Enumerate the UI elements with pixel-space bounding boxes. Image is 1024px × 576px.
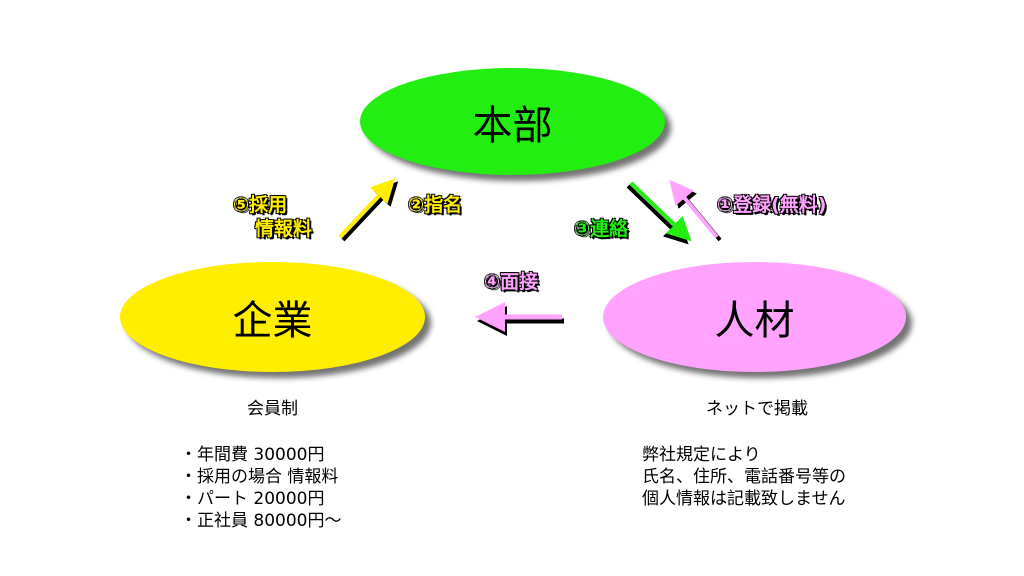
jinzai-info-line: 弊社規定により: [642, 445, 761, 465]
kigyo-info-item: ・パート 20000円: [180, 489, 325, 509]
node-honbu-label: 本部: [472, 102, 553, 149]
arrow-honbu-to-jinzai: [626, 181, 692, 245]
label-shimei: ②指名: [408, 194, 463, 216]
label-renraku: ③連絡: [574, 218, 629, 240]
jinzai-info-title: ネットで掲載: [706, 399, 808, 419]
node-jinzai: 人材: [603, 262, 906, 372]
label-mensetsu: ④面接: [484, 271, 539, 293]
jinzai-info-text: 弊社規定により 氏名、住所、電話番号等の 個人情報は記載致しません: [642, 444, 846, 510]
kigyo-info-item: ・年間費 30000円: [180, 445, 325, 465]
label-saiyo-line2: 情報料: [255, 218, 313, 240]
arrow-jinzai-to-kigyo: [475, 302, 564, 336]
kigyo-info-list: ・年間費 30000円 ・採用の場合 情報料 ・パート 20000円 ・正社員 …: [180, 444, 341, 532]
node-jinzai-label: 人材: [714, 298, 795, 344]
kigyo-info-title: 会員制: [247, 399, 298, 419]
kigyo-info-item: ・採用の場合 情報料: [180, 467, 339, 487]
label-toroku: ①登録(無料): [717, 194, 827, 216]
jinzai-info-line: 個人情報は記載致しません: [642, 489, 846, 509]
node-honbu: 本部: [360, 68, 665, 175]
node-kigyo-label: 企業: [232, 298, 313, 344]
kigyo-info-item: ・正社員 80000円～: [180, 511, 342, 531]
label-saiyo-line1: ⑤採用: [233, 194, 288, 216]
arrow-jinzai-to-honbu: [669, 179, 722, 242]
arrow-kigyo-to-honbu: [338, 178, 399, 242]
jinzai-info-line: 氏名、住所、電話番号等の: [642, 467, 846, 487]
node-kigyo: 企業: [120, 262, 425, 372]
